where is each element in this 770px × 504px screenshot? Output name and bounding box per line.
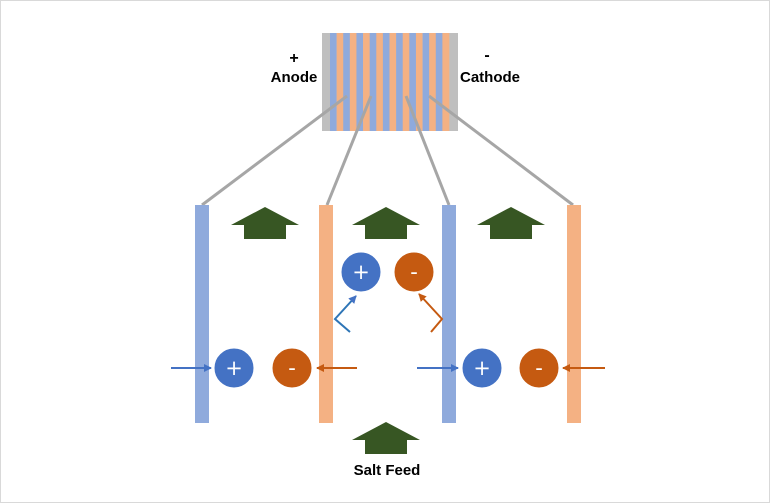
anion-exchange-membrane — [442, 205, 456, 423]
anion-rejection-arrow — [418, 293, 444, 333]
connector-line — [325, 95, 373, 206]
cathode-electrode — [447, 33, 458, 131]
anion-symbol: - — [410, 260, 418, 284]
connector-line — [201, 94, 348, 207]
cation-symbol: + — [473, 356, 491, 380]
cation-symbol: + — [225, 356, 243, 380]
stack-anion-membrane — [330, 33, 337, 131]
minus-circle-icon — [271, 347, 313, 389]
cation-exchange-membrane — [319, 205, 333, 423]
stack-cation-membrane — [363, 33, 370, 131]
anode-label: Anode — [271, 69, 318, 86]
stack-cation-membrane — [429, 33, 437, 131]
anion-ion: - — [518, 347, 560, 389]
stack-cation-membrane — [415, 33, 423, 131]
cation-rejection-arrow — [333, 295, 357, 333]
stack-membranes — [330, 33, 450, 131]
anion-ion: - — [393, 251, 435, 293]
up-arrow-icon — [352, 207, 420, 239]
anion-symbol: - — [535, 356, 543, 380]
membrane-stack — [322, 33, 458, 131]
stack-cation-membrane — [402, 33, 410, 131]
stack-cation-membrane — [442, 33, 450, 131]
cation-ion: + — [213, 347, 255, 389]
stack-cation-membrane — [336, 33, 344, 131]
stack-anion-membrane — [409, 33, 417, 131]
stack-cation-membrane — [376, 33, 384, 131]
up-arrow-icon — [352, 422, 420, 454]
minus-circle-icon — [518, 347, 560, 389]
cation-symbol: + — [352, 260, 370, 284]
up-arrow-icon — [231, 207, 299, 239]
stack-cation-membrane — [349, 33, 357, 131]
connector-line — [404, 95, 451, 206]
plus-circle-icon — [213, 347, 255, 389]
stack-anion-membrane — [369, 33, 377, 131]
cathode-label: Cathode — [460, 69, 520, 86]
stack-anion-membrane — [382, 33, 390, 131]
cation-exchange-membrane — [567, 205, 581, 423]
stack-anion-membrane — [396, 33, 404, 131]
stack-anion-membrane — [343, 33, 351, 131]
stack-anion-membrane — [422, 33, 430, 131]
anode-electrode — [322, 33, 332, 131]
salt-feed-label: Salt Feed — [354, 462, 421, 479]
anion-exchange-membrane — [195, 205, 209, 423]
zoom-connectors — [201, 94, 574, 207]
connector-line — [428, 94, 574, 207]
stack-anion-membrane — [435, 33, 443, 131]
cation-ion: + — [340, 251, 382, 293]
cation-ion: + — [461, 347, 503, 389]
minus-circle-icon — [393, 251, 435, 293]
up-arrow-icon — [477, 207, 545, 239]
plus-circle-icon — [461, 347, 503, 389]
cathode-sign: - — [484, 47, 489, 64]
anode-sign: + — [289, 50, 298, 67]
stack-cation-membrane — [389, 33, 397, 131]
plus-circle-icon — [340, 251, 382, 293]
anion-symbol: - — [288, 356, 296, 380]
anion-ion: - — [271, 347, 313, 389]
stack-anion-membrane — [356, 33, 364, 131]
